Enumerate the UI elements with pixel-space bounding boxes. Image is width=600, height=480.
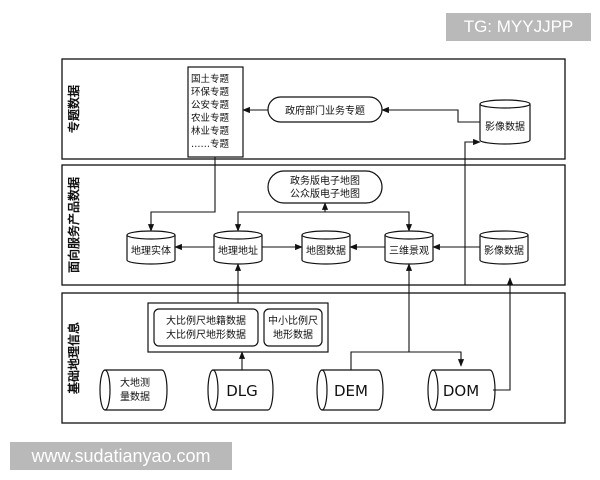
imagery-mid-node: 影像数据 bbox=[479, 230, 529, 265]
thematic-item: ……专题 bbox=[191, 138, 230, 150]
small-scale-label-1: 中小比例尺 bbox=[268, 314, 318, 327]
arrow-thematic-to-entity bbox=[147, 157, 216, 232]
map-data-node: 地图数据 bbox=[301, 230, 351, 265]
large-scale-node bbox=[153, 308, 259, 347]
imagery-top-node: 影像数据 bbox=[479, 99, 531, 145]
service-layer-title: 面向服务产品数据 bbox=[66, 177, 81, 273]
watermark-top-right: TG: MYYJJPP bbox=[446, 13, 591, 41]
watermark-bottom-left: www.sudatianyao.com bbox=[10, 442, 232, 470]
arrow-imagery-to-gov bbox=[381, 106, 480, 123]
basic-layer-title: 基础地理信息 bbox=[66, 322, 81, 395]
geodetic-label-1: 大地测 bbox=[120, 376, 150, 389]
imagery-top-label: 影像数据 bbox=[485, 120, 525, 133]
geo-address-node: 地理地址 bbox=[213, 230, 263, 265]
dlg-label: DLG bbox=[226, 382, 258, 400]
map-data-label: 地图数据 bbox=[306, 244, 346, 257]
dem-node: DEM bbox=[316, 369, 384, 411]
line-dom-to-imagery-mid bbox=[493, 277, 514, 391]
thematic-item: 农业专题 bbox=[191, 112, 230, 124]
geodetic-data-node: 大地测 量数据 bbox=[99, 369, 168, 411]
geo-entity-node: 地理实体 bbox=[126, 230, 176, 265]
line-address-branch bbox=[234, 211, 413, 232]
thematic-layer-title: 专题数据 bbox=[66, 85, 81, 133]
dem-label: DEM bbox=[334, 382, 368, 400]
small-scale-label-2: 地形数据 bbox=[273, 328, 313, 341]
geo-address-label: 地理地址 bbox=[218, 244, 258, 257]
scene-3d-label: 三维景观 bbox=[389, 244, 429, 257]
thematic-item: 公安专题 bbox=[191, 99, 230, 111]
dom-node: DOM bbox=[427, 369, 496, 411]
thematic-item: 国土专题 bbox=[191, 73, 230, 85]
electronic-map-label-1: 政务版电子地图 bbox=[290, 174, 360, 187]
electronic-map-label-2: 公众版电子地图 bbox=[290, 187, 360, 200]
large-scale-label-1: 大比例尺地籍数据 bbox=[166, 314, 246, 327]
scene-3d-node: 三维景观 bbox=[384, 230, 434, 265]
arrow-dem-to-dom bbox=[350, 351, 465, 370]
thematic-item: 林业专题 bbox=[191, 125, 230, 137]
geo-entity-label: 地理实体 bbox=[131, 244, 171, 257]
small-scale-node bbox=[263, 308, 323, 347]
geodetic-label-2: 量数据 bbox=[120, 390, 150, 403]
imagery-mid-label: 影像数据 bbox=[484, 244, 524, 257]
dom-label: DOM bbox=[443, 382, 479, 400]
thematic-item: 环保专题 bbox=[191, 86, 230, 98]
large-scale-label-2: 大比例尺地形数据 bbox=[166, 328, 246, 341]
dlg-node: DLG bbox=[207, 369, 274, 411]
gov-dept-label: 政府部门业务专题 bbox=[285, 104, 365, 117]
arrow-imagery-mid-to-top bbox=[455, 138, 481, 286]
